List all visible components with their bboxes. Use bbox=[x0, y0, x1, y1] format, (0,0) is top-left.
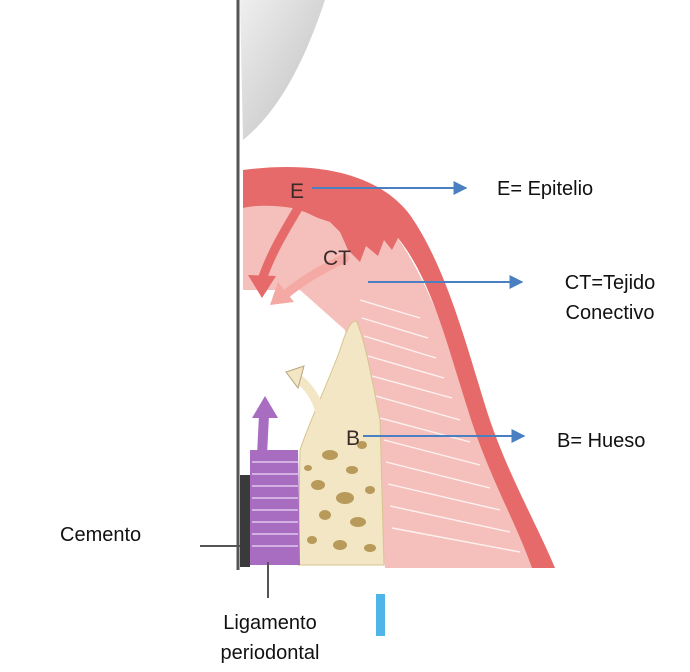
blue-marker-bar bbox=[376, 594, 385, 636]
cementum bbox=[240, 475, 250, 567]
callout-hueso: B= Hueso bbox=[557, 430, 645, 453]
callout-ligamento-line1: Ligamento bbox=[200, 608, 340, 638]
label-E: E bbox=[290, 180, 304, 203]
periodontal-ligament bbox=[250, 450, 300, 565]
callout-cemento: Cemento bbox=[60, 524, 141, 547]
tooth-enamel bbox=[240, 0, 325, 140]
ligament-arrow bbox=[262, 415, 264, 455]
callout-tejido-line1: CT=Tejido bbox=[548, 268, 672, 298]
label-CT: CT bbox=[323, 247, 351, 270]
callout-epitelio: E= Epitelio bbox=[497, 178, 593, 201]
callout-ligamento-periodontal: Ligamento periodontal bbox=[200, 608, 340, 668]
label-B: B bbox=[346, 427, 360, 450]
callout-ligamento-line2: periodontal bbox=[200, 638, 340, 668]
ligament-arrowhead bbox=[252, 396, 278, 418]
callout-tejido-conectivo: CT=Tejido Conectivo bbox=[548, 268, 672, 328]
callout-tejido-line2: Conectivo bbox=[548, 298, 672, 328]
